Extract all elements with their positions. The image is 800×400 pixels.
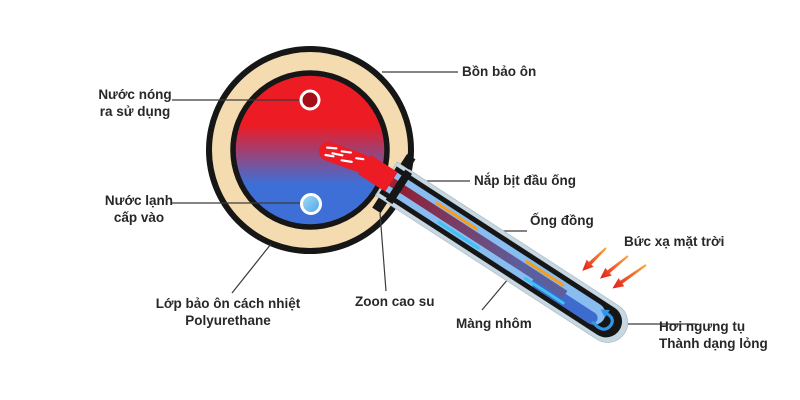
heat-release-dashes (324, 146, 365, 163)
aluminum-film-label-text: Màng nhôm (456, 316, 532, 331)
cyan-ray-1 (437, 220, 480, 250)
cap-label: Nắp bịt đầu ống (474, 172, 576, 189)
condensation-line1: Hơi ngưng tụ (659, 319, 746, 334)
sun-arrow-2 (600, 255, 629, 279)
condensate-arrowhead (600, 309, 610, 318)
cyan-ray-2 (523, 276, 565, 305)
rubber-seal-bottom (372, 197, 388, 214)
condensate-return-arrow (591, 312, 614, 331)
cold-water-line2: cấp vào (113, 210, 165, 225)
hot-water-label: Nước nóng ra sử dụng (96, 86, 174, 120)
insulation-line1: Lớp bảo ôn cách nhiệt (155, 296, 301, 311)
condenser-bulb-shape (318, 141, 371, 173)
sun-arrow-3 (612, 264, 647, 289)
solar-radiation-label-text: Bức xạ mặt trời (624, 234, 725, 249)
solar-radiation-arrows (582, 247, 647, 289)
tank-label: Bồn bảo ôn (462, 63, 536, 80)
hot-water-outlet-port (299, 89, 321, 111)
condensation-line2: Thành dạng lỏng (659, 336, 768, 351)
solar-radiation-label: Bức xạ mặt trời (624, 233, 724, 250)
heat-pipe-condenser-bulb (318, 141, 371, 173)
copper-pipe (365, 162, 568, 299)
orange-heat-ray-2 (525, 260, 565, 287)
hot-water-line2: ra sử dụng (99, 104, 171, 119)
tank-water-gradient (230, 70, 390, 230)
copper-pipe-label: Ống đồng (530, 212, 594, 229)
insulation-line2: Polyurethane (185, 313, 271, 328)
cold-water-inlet-port (300, 193, 322, 215)
rubber-seal-label: Zoon cao su (355, 293, 435, 310)
vacuum-tube (318, 141, 629, 343)
cold-water-line1: Nước lạnh (104, 193, 174, 208)
insulation-label: Lớp bảo ôn cách nhiệt Polyurethane (143, 295, 313, 329)
hot-water-line1: Nước nóng (98, 87, 172, 102)
sun-arrow-1 (582, 247, 607, 271)
rubber-seal-top (400, 153, 416, 170)
aluminum-film-label: Màng nhôm (456, 315, 532, 332)
rubber-seal-leader (379, 212, 387, 292)
rubber-seal-label-text: Zoon cao su (355, 294, 435, 309)
condensation-label: Hơi ngưng tụ Thành dạng lỏng (659, 318, 768, 352)
cold-water-label: Nước lạnh cấp vào (100, 192, 178, 226)
orange-heat-ray-1 (435, 201, 478, 231)
copper-pipe-label-text: Ống đồng (530, 213, 594, 228)
cap-label-text: Nắp bịt đầu ống (474, 173, 576, 188)
tank-label-text: Bồn bảo ôn (462, 64, 537, 79)
tube-end-cap (385, 169, 413, 205)
insulation-leader (231, 243, 272, 294)
